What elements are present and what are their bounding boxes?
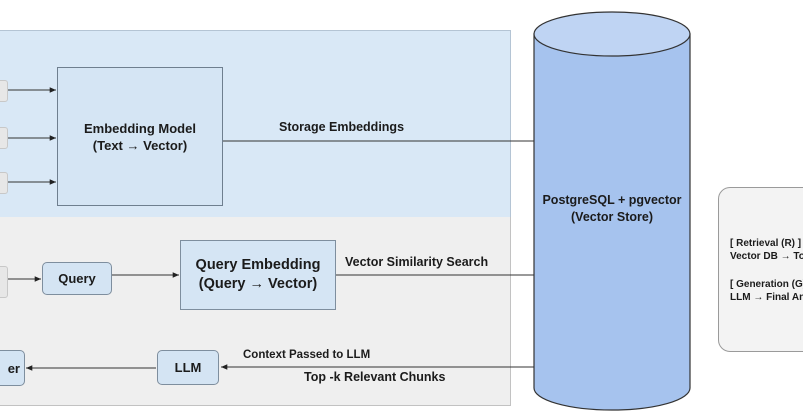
query-embedding-title: Query Embedding	[195, 257, 321, 273]
embedding-model-title: Embedding Model	[84, 120, 196, 136]
vector-store-label: PostgreSQL + pgvector (Vector Store)	[534, 192, 690, 226]
query-embedding-node: Query Embedding (Query → Vector)	[180, 240, 336, 310]
embedding-model-subtitle: (Text → Vector)	[92, 137, 188, 153]
input-stub-query	[0, 266, 8, 298]
llm-node: LLM	[157, 350, 219, 385]
input-stub-3	[0, 172, 8, 194]
topk-edge-label: Top -k Relevant Chunks	[304, 370, 446, 384]
input-stub-2	[0, 127, 8, 149]
answer-node: er	[0, 350, 25, 386]
rag-summary-panel: [ Retrieval (R) ] Vector DB → Top [ Gene…	[718, 187, 803, 352]
storage-edge-label: Storage Embeddings	[279, 120, 405, 134]
context-edge-label: Context Passed to LLM	[243, 349, 371, 361]
vector-store-subtitle: (Vector Store)	[571, 210, 653, 224]
vector-store-title: PostgreSQL + pgvector	[542, 193, 682, 207]
similarity-edge-label: Vector Similarity Search	[345, 255, 489, 269]
generation-text: LLM → Final Ans	[730, 292, 803, 303]
query-node: Query	[42, 262, 112, 295]
vector-store-cylinder	[533, 11, 691, 411]
retrieval-title: [ Retrieval (R) ]	[730, 238, 802, 249]
embedding-model-node: Embedding Model (Text → Vector)	[57, 67, 223, 206]
retrieval-text: Vector DB → Top	[730, 251, 803, 262]
query-embedding-subtitle: (Query → Vector)	[198, 276, 318, 292]
input-stub-1	[0, 80, 8, 102]
generation-title: [ Generation (G)	[730, 279, 803, 290]
